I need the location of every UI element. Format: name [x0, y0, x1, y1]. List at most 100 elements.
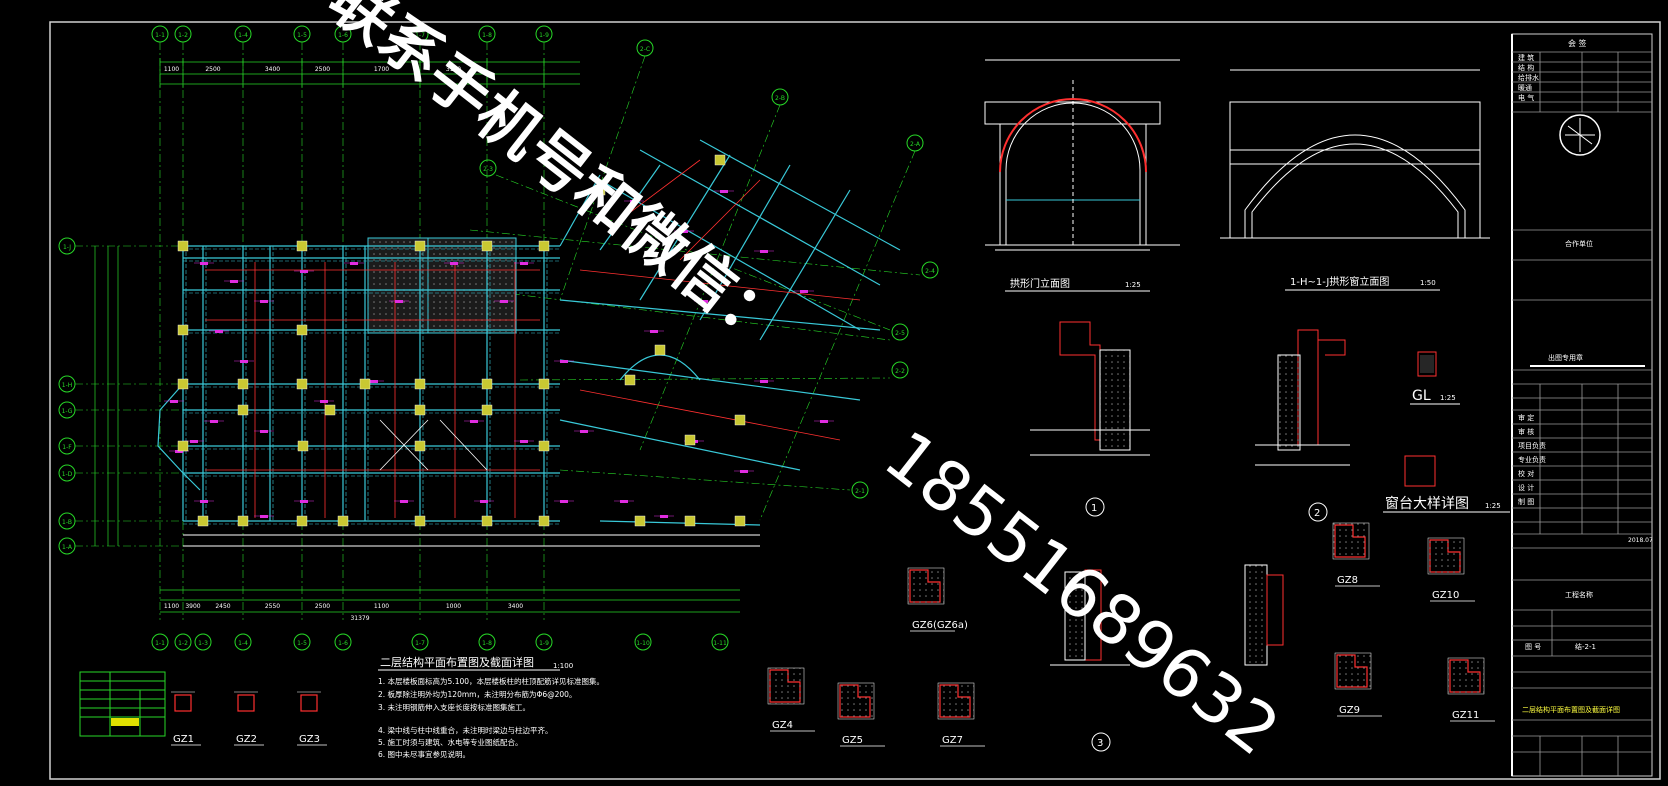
- gz-label: GZ8: [1337, 575, 1358, 586]
- axis-label-bottom: 1-5: [297, 640, 307, 647]
- axis-bubble-bottom: [334, 633, 352, 651]
- axis-bubble-left: [58, 375, 76, 393]
- column: [297, 440, 309, 452]
- column: [538, 378, 550, 390]
- axis-label-bottom: 1-11: [713, 640, 727, 647]
- axis-bubble-bottom: [711, 633, 729, 651]
- tb-stamp-label: 出图专用章: [1548, 353, 1583, 362]
- gz-label: GZ4: [772, 720, 793, 731]
- column: [296, 240, 308, 252]
- axis-bubble-top: [151, 25, 169, 43]
- rebar-mark: [620, 500, 628, 503]
- title-block: [1511, 33, 1653, 777]
- column: [359, 378, 371, 390]
- note-3: 3. 未注明钢筋伸入支座长度按标准图集施工。: [378, 702, 530, 712]
- rebar-mark: [350, 262, 358, 265]
- dim-top: 3100: [446, 66, 461, 73]
- axis-label-bottom: 1-8: [482, 640, 492, 647]
- column: [538, 515, 550, 527]
- rebar-mark: [630, 200, 638, 203]
- tb-countersign-row: 结 构: [1518, 63, 1534, 72]
- axis-label-oblique: 2-3: [483, 166, 493, 173]
- axis-bubble-bottom: [411, 633, 429, 651]
- tb-role-row: 项目负责: [1518, 441, 1546, 450]
- axis-label-bottom: 1-7: [415, 640, 425, 647]
- axis-label-oblique: 2-A: [910, 141, 921, 148]
- plan-notes: 1. 本层楼板面标高为5.100，本层楼板柱的柱顶配筋详见标准图集。 2. 板厚…: [378, 676, 604, 759]
- rebar-mark: [760, 250, 768, 253]
- column: [414, 515, 426, 527]
- rebar-mark: [660, 515, 668, 518]
- tb-date: 2018.07: [1628, 537, 1653, 544]
- axis-bubble-oblique: [771, 88, 789, 106]
- tb-design-unit: 合作单位: [1565, 239, 1593, 248]
- dim-bottom: 2450: [215, 603, 230, 610]
- plan-scale: 1:100: [553, 662, 573, 670]
- dim-bottom: 1100: [164, 603, 179, 610]
- column: [237, 515, 249, 527]
- axis-label-left: 1-J: [63, 244, 71, 251]
- column: [538, 440, 550, 452]
- axis-label-bottom: 1-1: [155, 640, 165, 647]
- column: [414, 404, 426, 416]
- rebar-mark: [300, 500, 308, 503]
- axis-bubble-oblique: [479, 159, 497, 177]
- rebar-mark: [175, 450, 183, 453]
- column: [684, 434, 696, 446]
- rebar-mark: [470, 420, 478, 423]
- axis-bubble-bottom: [478, 633, 496, 651]
- tb-countersign-row: 给排水: [1518, 73, 1539, 82]
- column: [324, 404, 336, 416]
- axis-bubble-bottom: [194, 633, 212, 651]
- rebar-marks: [164, 190, 834, 518]
- rebar-mark: [230, 280, 238, 283]
- legend-table: [79, 671, 166, 737]
- gz-section-shape: [300, 694, 318, 712]
- rebar-mark: [395, 300, 403, 303]
- column: [734, 515, 746, 527]
- detail-callout-2: 2: [1308, 502, 1328, 522]
- axis-bubble-bottom: [234, 633, 252, 651]
- column: [684, 515, 696, 527]
- rebar-mark: [170, 400, 178, 403]
- rebar-mark: [240, 360, 248, 363]
- axis-bubble-oblique: [891, 361, 909, 379]
- rebar-mark: [820, 420, 828, 423]
- tb-drawing-title: 二层结构平面布置图及截面详图: [1522, 705, 1620, 714]
- section-detail-1: [1030, 321, 1150, 456]
- rebar-mark: [740, 470, 748, 473]
- note-5: 5. 施工时须与建筑、水电等专业图纸配合。: [378, 737, 523, 747]
- axis-bubble-top: [535, 25, 553, 43]
- axis-label-bottom: 1-9: [539, 640, 549, 647]
- rebar-mark: [560, 360, 568, 363]
- detail-callout-3-label: 3: [1097, 738, 1103, 749]
- axis-label-bottom: 1-4: [238, 640, 248, 647]
- detail-callout-1-label: 1: [1091, 503, 1097, 514]
- drawing-frame: [49, 21, 1661, 780]
- columns: [177, 154, 746, 527]
- rebar-mark: [500, 300, 508, 303]
- column: [481, 378, 493, 390]
- dim-top: 1700: [374, 66, 389, 73]
- axis-bubble-top: [411, 25, 429, 43]
- note-2: 2. 板厚除注明外均为120mm，未注明分布筋为Φ6@200。: [378, 689, 576, 699]
- axis-label-top: 1-5: [297, 32, 307, 39]
- detail-callout-2-label: 2: [1314, 508, 1320, 519]
- axis-bubble-left: [58, 401, 76, 419]
- company-logo-icon: [1559, 114, 1601, 156]
- axis-label-oblique: 2-4: [925, 268, 935, 275]
- axis-label-bottom: 1-10: [636, 640, 650, 647]
- axis-label-left: 1-D: [62, 471, 73, 478]
- rebar-mark: [260, 300, 268, 303]
- dim-bottom: 1000: [446, 603, 461, 610]
- column: [414, 240, 426, 252]
- beam-layout: [157, 139, 901, 547]
- axis-label-oblique: 2-1: [855, 488, 865, 495]
- gz-label: GZ2: [236, 734, 257, 745]
- gz-section-shape: [174, 694, 192, 712]
- gz-label: GZ10: [1432, 590, 1459, 601]
- dim-total: 31379: [350, 615, 369, 622]
- dim-bottom: 2550: [265, 603, 280, 610]
